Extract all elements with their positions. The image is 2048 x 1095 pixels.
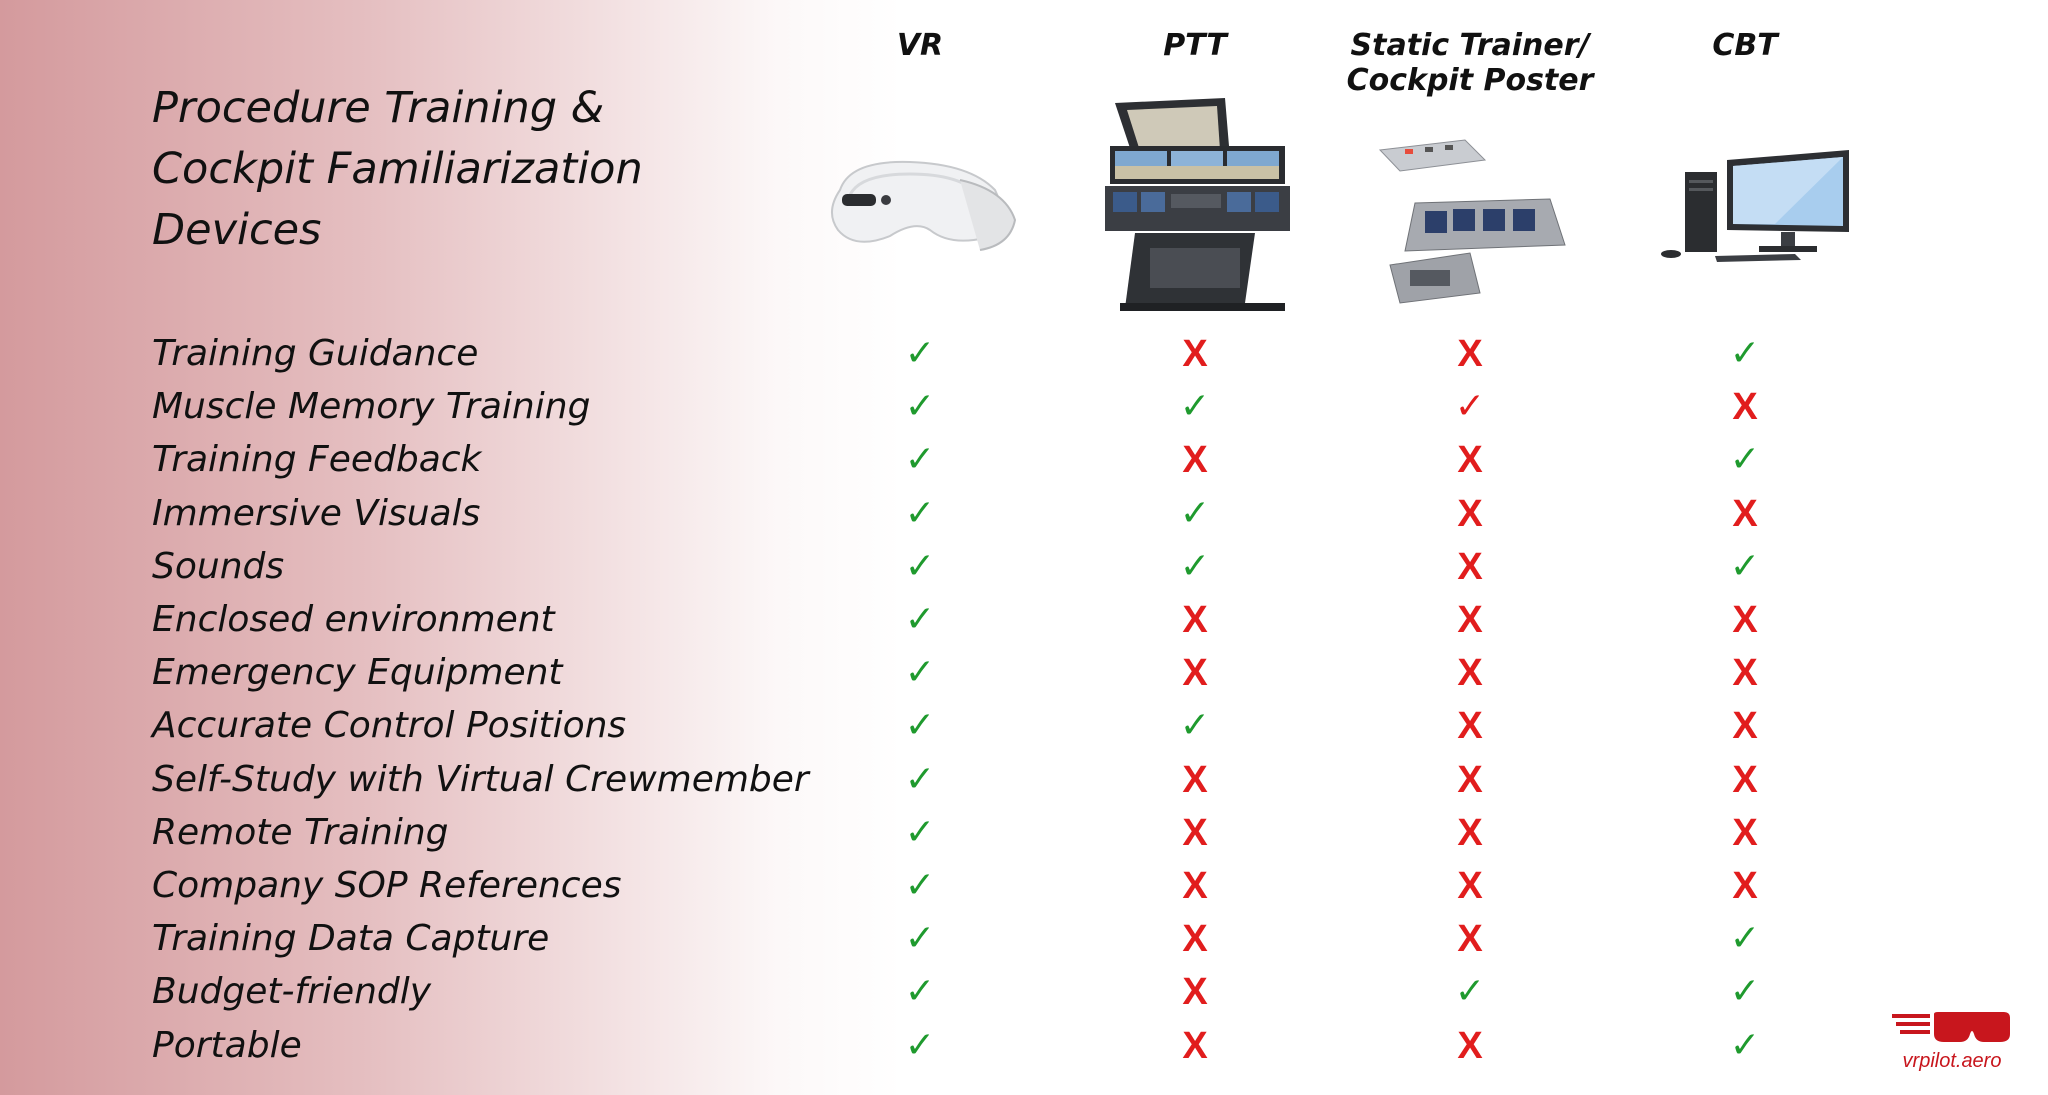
check-mark: ✓ bbox=[1729, 918, 1761, 959]
cross-mark: X bbox=[1457, 1025, 1483, 1067]
cross-mark: X bbox=[1457, 599, 1483, 641]
row-label: Training Data Capture bbox=[152, 918, 550, 959]
title-line-3: Devices bbox=[152, 205, 322, 255]
row-label: Immersive Visuals bbox=[152, 493, 481, 534]
row-label: Accurate Control Positions bbox=[152, 705, 627, 746]
cross-mark: X bbox=[1457, 439, 1483, 481]
cross-mark: X bbox=[1182, 812, 1208, 854]
cross-mark: X bbox=[1457, 546, 1483, 588]
cross-mark: X bbox=[1732, 705, 1758, 747]
column-header-static-trainer: Static Trainer/ Cockpit Poster bbox=[1346, 28, 1594, 98]
cross-mark: X bbox=[1182, 333, 1208, 375]
vr-headset-icon bbox=[831, 160, 1017, 251]
check-mark: ✓ bbox=[904, 812, 936, 853]
check-mark: ✓ bbox=[1179, 493, 1211, 534]
cross-mark: X bbox=[1457, 493, 1483, 535]
vrpilot-logo: vrpilot.aero bbox=[1892, 1010, 2012, 1090]
check-mark: ✓ bbox=[904, 971, 936, 1012]
row-label: Training Guidance bbox=[152, 333, 479, 374]
title-line-1: Procedure Training & bbox=[152, 83, 605, 133]
desktop-computer-icon bbox=[1661, 150, 1849, 262]
cross-mark: X bbox=[1732, 652, 1758, 694]
cross-mark: X bbox=[1457, 918, 1483, 960]
cross-mark: X bbox=[1732, 812, 1758, 854]
cross-mark: X bbox=[1457, 705, 1483, 747]
cross-mark: X bbox=[1732, 759, 1758, 801]
cross-mark: X bbox=[1732, 865, 1758, 907]
title-line-2: Cockpit Familiarization bbox=[152, 144, 643, 194]
cross-mark: X bbox=[1182, 865, 1208, 907]
check-mark: ✓ bbox=[904, 865, 936, 906]
cross-mark: X bbox=[1732, 386, 1758, 428]
row-label: Enclosed environment bbox=[152, 599, 555, 640]
cross-mark: X bbox=[1182, 599, 1208, 641]
check-mark: ✓ bbox=[1179, 546, 1211, 587]
vrpilot-logo-text: vrpilot.aero bbox=[1902, 1050, 2002, 1072]
column-header-ptt: PTT bbox=[1163, 28, 1227, 63]
cross-mark: X bbox=[1457, 865, 1483, 907]
check-mark: ✓ bbox=[904, 652, 936, 693]
check-mark: ✓ bbox=[1454, 386, 1486, 427]
check-mark: ✓ bbox=[904, 439, 936, 480]
page-title: Procedure Training & Cockpit Familiariza… bbox=[152, 78, 643, 261]
cross-mark: X bbox=[1182, 1025, 1208, 1067]
row-label: Self-Study with Virtual Crewmember bbox=[152, 759, 809, 800]
check-mark: ✓ bbox=[1179, 705, 1211, 746]
vrpilot-logo-icon bbox=[1892, 1012, 2010, 1042]
check-mark: ✓ bbox=[1729, 439, 1761, 480]
check-mark: ✓ bbox=[904, 759, 936, 800]
check-mark: ✓ bbox=[1179, 386, 1211, 427]
cockpit-panels-icon bbox=[1378, 139, 1566, 304]
ptt-simulator-icon bbox=[1105, 98, 1290, 311]
cross-mark: X bbox=[1732, 599, 1758, 641]
row-label: Emergency Equipment bbox=[152, 652, 563, 693]
row-label: Remote Training bbox=[152, 812, 449, 853]
row-label: Sounds bbox=[152, 546, 285, 587]
cross-mark: X bbox=[1457, 652, 1483, 694]
row-label: Portable bbox=[152, 1025, 302, 1066]
check-mark: ✓ bbox=[904, 546, 936, 587]
column-header-cbt: CBT bbox=[1712, 28, 1778, 63]
row-label: Budget-friendly bbox=[152, 971, 432, 1012]
cross-mark: X bbox=[1182, 971, 1208, 1013]
cross-mark: X bbox=[1457, 759, 1483, 801]
cross-mark: X bbox=[1732, 493, 1758, 535]
cross-mark: X bbox=[1182, 439, 1208, 481]
column-header-vr: VR bbox=[896, 28, 944, 63]
cross-mark: X bbox=[1182, 918, 1208, 960]
check-mark: ✓ bbox=[904, 386, 936, 427]
check-mark: ✓ bbox=[904, 493, 936, 534]
check-mark: ✓ bbox=[904, 918, 936, 959]
cross-mark: X bbox=[1182, 652, 1208, 694]
check-mark: ✓ bbox=[904, 333, 936, 374]
row-label: Training Feedback bbox=[152, 439, 482, 480]
cross-mark: X bbox=[1457, 333, 1483, 375]
row-label: Company SOP References bbox=[152, 865, 622, 906]
check-mark: ✓ bbox=[1454, 971, 1486, 1012]
check-mark: ✓ bbox=[904, 599, 936, 640]
check-mark: ✓ bbox=[904, 1025, 936, 1066]
row-label: Muscle Memory Training bbox=[152, 386, 591, 427]
check-mark: ✓ bbox=[904, 705, 936, 746]
check-mark: ✓ bbox=[1729, 1025, 1761, 1066]
check-mark: ✓ bbox=[1729, 333, 1761, 374]
cross-mark: X bbox=[1182, 759, 1208, 801]
check-mark: ✓ bbox=[1729, 546, 1761, 587]
check-mark: ✓ bbox=[1729, 971, 1761, 1012]
cross-mark: X bbox=[1457, 812, 1483, 854]
